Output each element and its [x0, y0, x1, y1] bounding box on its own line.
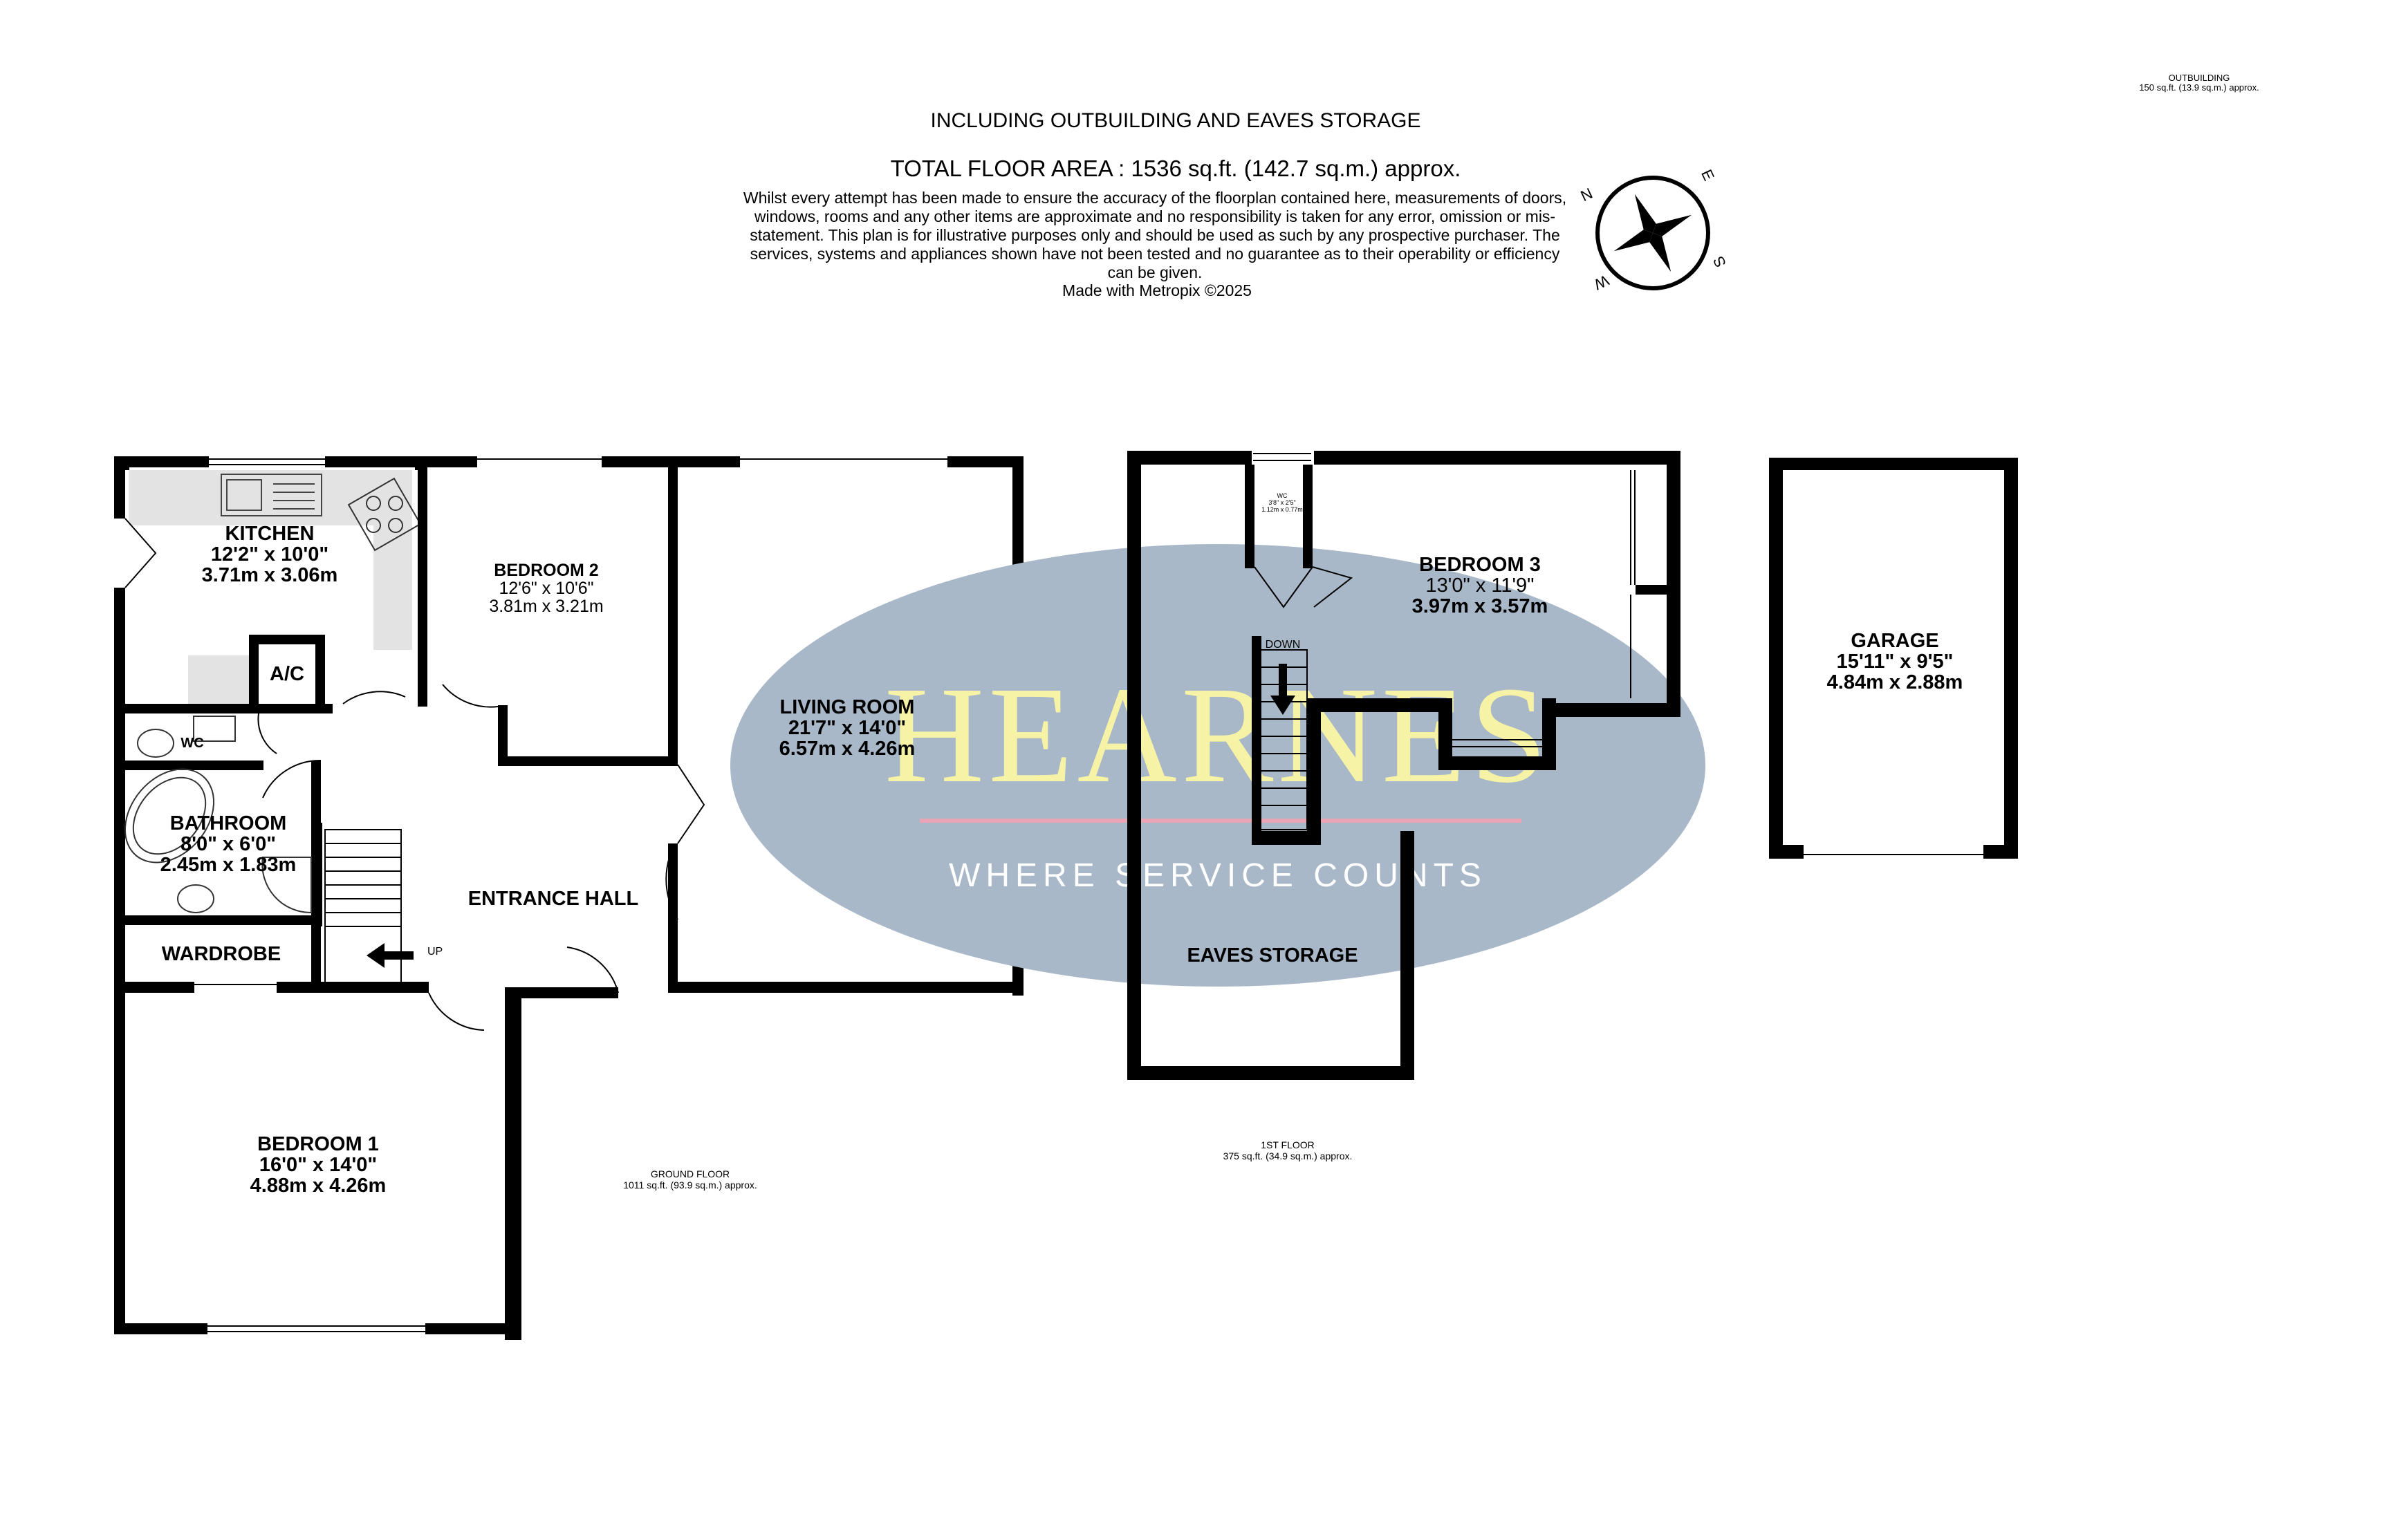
compass-icon: N E S W: [1578, 167, 1730, 293]
room-bedroom-3: BEDROOM 3 13'0" x 11'9" 3.97m x 3.57m: [1383, 554, 1577, 617]
watermark: HEARNES WHERE SERVICE COUNTS: [730, 544, 1705, 987]
first-floor-walls: [1127, 451, 2018, 1080]
bedroom1-imperial: 16'0" x 14'0": [259, 1154, 378, 1176]
first-floor-label: 1ST FLOOR: [1261, 1139, 1315, 1150]
hob-icon: [347, 477, 422, 552]
hall-name: ENTRANCE HALL: [467, 888, 639, 910]
first-floor-openings: [1253, 453, 1983, 855]
up-arrow-icon: [367, 943, 414, 968]
first-floor-area: 375 sq.ft. (34.9 sq.m.) approx.: [1223, 1150, 1353, 1161]
garage-metric: 4.84m x 2.88m: [1826, 671, 1963, 693]
outbuilding-area: 150 sq.ft. (13.9 sq.m.) approx.: [2139, 82, 2259, 93]
room-bedroom-2: BEDROOM 2 12'6" x 10'6" 3.81m x 3.21m: [443, 561, 650, 615]
room-bedroom-1: BEDROOM 1 16'0" x 14'0" 4.88m x 4.26m: [207, 1134, 429, 1196]
room-ac: A/C: [256, 664, 318, 684]
room-bathroom: BATHROOM 8'0" x 6'0" 2.45m x 1.83m: [131, 813, 325, 875]
ground-floor-openings: [116, 458, 947, 1332]
garage-imperial: 15'11" x 9'5": [1836, 651, 1954, 673]
kitchen-units: [129, 470, 412, 704]
room-kitchen: KITCHEN 12'2" x 10'0" 3.71m x 3.06m: [159, 523, 380, 586]
first-floor-area-label: 1ST FLOOR 375 sq.ft. (34.9 sq.m.) approx…: [1184, 1139, 1391, 1161]
bedroom3-imperial: 13'0" x 11'9": [1425, 575, 1535, 597]
total-floor-area: TOTAL FLOOR AREA : 1536 sq.ft. (142.7 sq…: [890, 156, 1461, 181]
bedroom2-name: BEDROOM 2: [494, 561, 599, 580]
kitchen-name: KITCHEN: [225, 523, 315, 545]
living-imperial: 21'7" x 14'0": [788, 717, 907, 739]
ground-floor-area: 1011 sq.ft. (93.9 sq.m.) approx.: [623, 1179, 757, 1191]
bedroom3-metric: 3.97m x 3.57m: [1411, 595, 1548, 617]
bedroom3-name: BEDROOM 3: [1419, 554, 1541, 576]
outbuilding-label: OUTBUILDING: [2168, 73, 2230, 83]
down-arrow-icon: [1270, 664, 1295, 715]
room-garage: GARAGE 15'11" x 9'5" 4.84m x 2.88m: [1798, 631, 1992, 693]
bathroom-name: BATHROOM: [169, 812, 287, 834]
made-with: Made with Metropix ©2025: [1062, 281, 1252, 299]
plan-subtitle: INCLUDING OUTBUILDING AND EAVES STORAGE: [930, 109, 1421, 132]
bathroom-imperial: 8'0" x 6'0": [180, 833, 277, 855]
kitchen-imperial: 12'2" x 10'0": [210, 543, 329, 566]
wc-name: WC: [180, 736, 204, 751]
bedroom2-metric: 3.81m x 3.21m: [489, 597, 604, 616]
bathroom-metric: 2.45m x 1.83m: [160, 854, 297, 876]
kitchen-metric: 3.71m x 3.06m: [201, 564, 338, 586]
wardrobe-name: WARDROBE: [161, 943, 281, 965]
ground-floor-label: GROUND FLOOR: [650, 1168, 730, 1179]
room-entrance-hall: ENTRANCE HALL: [443, 888, 664, 909]
ground-stairs: [324, 829, 402, 989]
room-eaves-storage: EAVES STORAGE: [1162, 945, 1383, 966]
disclaimer: Whilst every attempt has been made to en…: [743, 189, 1567, 281]
bathroom-fixtures-icon: [124, 716, 312, 914]
room-wc-upper: WC 3'8" x 2'5" 1.12m x 0.77m: [1254, 492, 1310, 513]
bedroom1-name: BEDROOM 1: [257, 1133, 379, 1155]
outbuilding-area-label: OUTBUILDING 150 sq.ft. (13.9 sq.m.) appr…: [2116, 73, 2282, 93]
bedroom1-metric: 4.88m x 4.26m: [250, 1175, 387, 1197]
room-living: LIVING ROOM 21'7" x 14'0" 6.57m x 4.26m: [733, 697, 961, 759]
garage-name: GARAGE: [1851, 630, 1939, 652]
wc-upper-imperial: 3'8" x 2'5": [1268, 499, 1296, 506]
eaves-name: EAVES STORAGE: [1187, 944, 1358, 967]
stairs-down-label: DOWN: [1265, 639, 1301, 651]
ground-floor-area-label: GROUND FLOOR 1011 sq.ft. (93.9 sq.m.) ap…: [586, 1168, 794, 1191]
sink-icon: [221, 474, 322, 516]
bedroom2-imperial: 12'6" x 10'6": [499, 579, 594, 598]
living-metric: 6.57m x 4.26m: [779, 738, 916, 760]
ac-name: A/C: [270, 663, 304, 685]
room-wc: WC: [165, 733, 220, 754]
stairs-up-label: UP: [427, 946, 443, 958]
living-name: LIVING ROOM: [779, 696, 915, 718]
watermark-brand: HEARNES: [885, 659, 1551, 812]
watermark-tagline: WHERE SERVICE COUNTS: [949, 857, 1487, 894]
wc-upper-metric: 1.12m x 0.77m: [1261, 506, 1303, 513]
wc-upper-name: WC: [1277, 492, 1288, 499]
room-wardrobe: WARDROBE: [131, 944, 311, 964]
